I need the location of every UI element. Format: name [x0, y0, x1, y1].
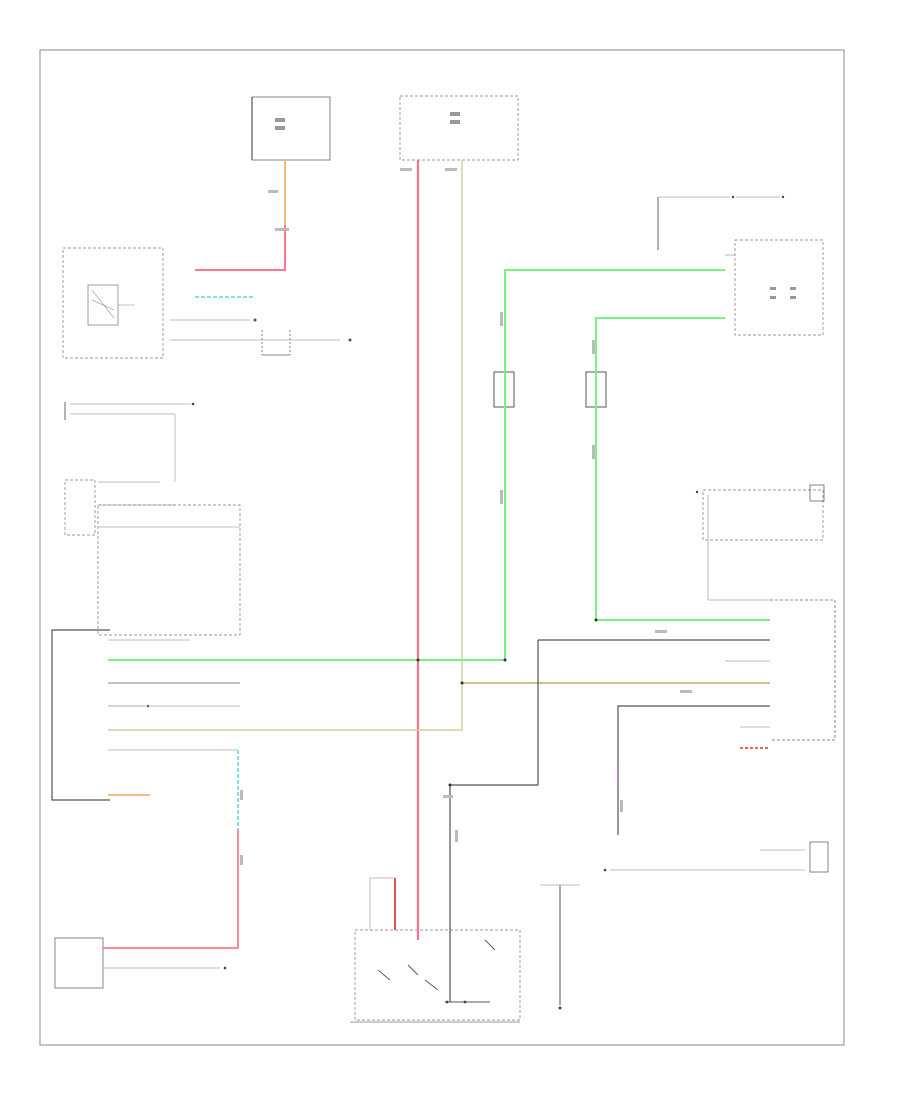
right-ground	[540, 884, 580, 1010]
label-marks	[240, 168, 692, 865]
top-center-module	[399, 95, 519, 161]
junction-dots	[416, 618, 598, 787]
wire-red-left-drop	[103, 830, 239, 949]
wire-green-outer	[108, 269, 725, 661]
top-right-connector	[657, 195, 785, 250]
bottom-switch-assembly	[350, 877, 521, 1023]
top-left-module	[251, 96, 331, 161]
right-mid-connector	[695, 484, 825, 541]
right-lower-connector	[603, 841, 829, 873]
wire-dark-left-drop	[449, 640, 539, 1002]
wire-tan-main	[108, 160, 463, 731]
right-switch-box	[734, 239, 824, 336]
wire-green-inner	[595, 317, 770, 621]
left-large-module	[51, 629, 240, 801]
left-connector-lower	[64, 479, 241, 636]
left-ground-branch	[170, 318, 352, 356]
left-meter-module	[62, 247, 164, 359]
diagram-frame	[39, 49, 845, 1046]
wire-pink-left-stub	[195, 225, 286, 271]
left-connector-upper	[64, 402, 195, 480]
right-large-module	[770, 599, 836, 741]
wire-dark-right-drop	[617, 705, 770, 835]
wire-orange-top	[195, 160, 286, 271]
bottom-left-module	[54, 937, 227, 989]
